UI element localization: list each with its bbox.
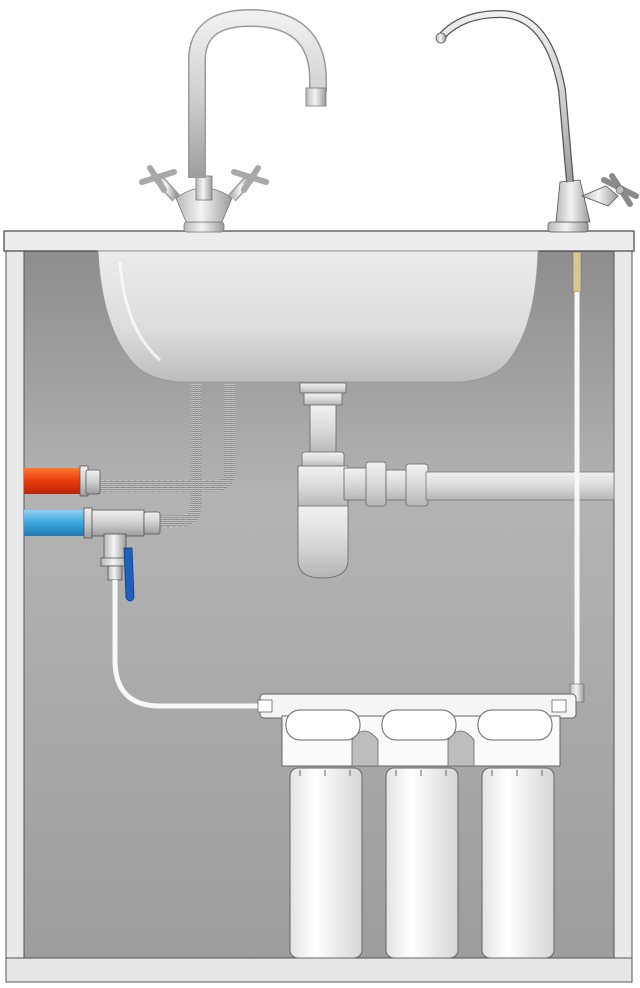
tee-adapter (91, 509, 145, 537)
cold-water-pipe (24, 507, 161, 539)
ball-valve-icon[interactable] (123, 547, 135, 602)
supply-tube (112, 580, 268, 709)
filter-housing-3 (477, 709, 555, 959)
cabinet-right-wall (613, 249, 633, 963)
filter-housing-2 (381, 709, 459, 959)
hot-nut (85, 469, 101, 495)
filter-housing-1 (285, 709, 363, 959)
countertop (3, 230, 635, 252)
drain-pipe (425, 471, 615, 501)
bottle-trap-siphon (297, 382, 429, 579)
cabinet-floor (5, 957, 633, 983)
hot-flex-hose (98, 384, 236, 492)
hot-water-pipe (24, 465, 101, 497)
sink-bowl (97, 250, 539, 383)
flexible-hoses (98, 384, 236, 527)
cabinet-left-wall (5, 249, 25, 963)
filter-tap-icon (435, 9, 639, 233)
cold-flex-hose (158, 384, 202, 527)
mixer-tap-icon (139, 8, 327, 233)
filter-housings (257, 693, 577, 959)
